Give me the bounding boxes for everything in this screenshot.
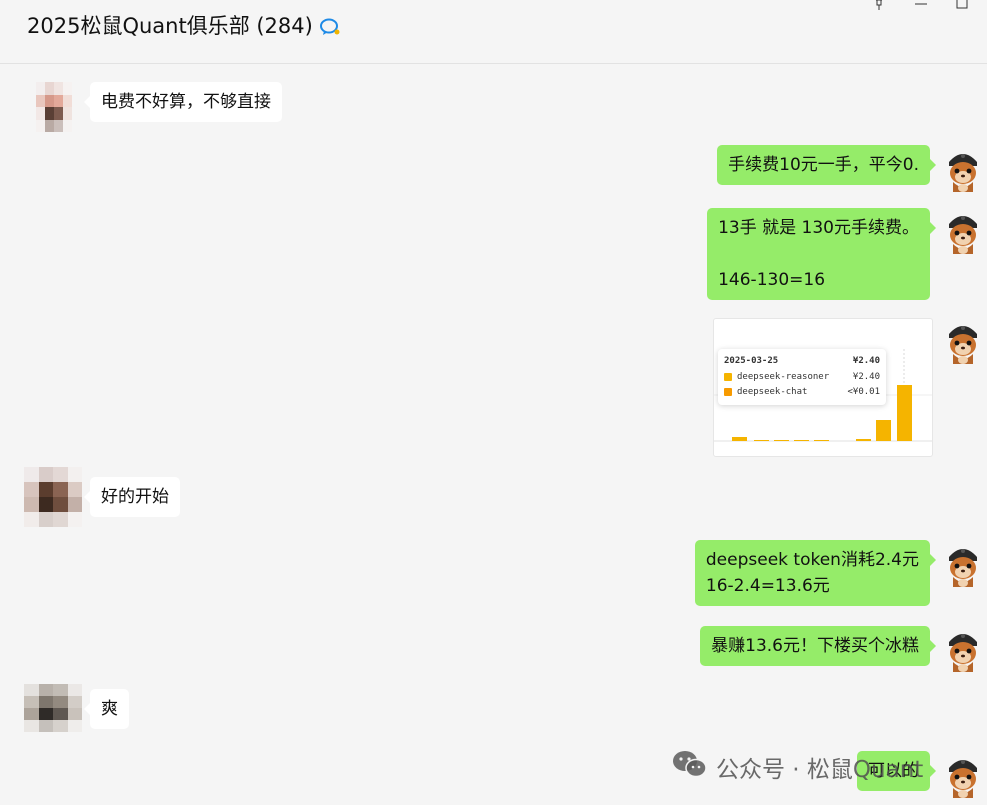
chart-tooltip: 2025-03-25 ¥2.40 deepseek-reasoner ¥2.40… (718, 349, 886, 405)
legend-swatch (724, 373, 732, 381)
squirrel-avatar[interactable] (943, 754, 983, 798)
message-incoming: 爽 (84, 689, 129, 729)
message-bubble[interactable]: 可以的 (857, 751, 936, 791)
tooltip-total: ¥2.40 (852, 356, 880, 366)
message-bubble[interactable]: 13手 就是 130元手续费。 146-130=16 (707, 208, 936, 300)
tooltip-value: <¥0.01 (847, 387, 880, 397)
avatar[interactable] (24, 467, 82, 527)
squirrel-avatar[interactable] (943, 210, 983, 254)
message-bubble[interactable]: deepseek token消耗2.4元 16-2.4=13.6元 (694, 540, 937, 606)
squirrel-avatar[interactable] (943, 148, 983, 192)
chat-title: 2025松鼠Quant俱乐部 (284) (27, 14, 313, 38)
tooltip-value: ¥2.40 (852, 372, 880, 382)
message-incoming: 电费不好算，不够直接 (84, 82, 282, 122)
avatar[interactable] (24, 684, 82, 732)
legend-swatch (724, 388, 732, 396)
message-outgoing: 可以的 (857, 751, 936, 791)
image-message[interactable]: 2025-03-25 ¥2.40 deepseek-reasoner ¥2.40… (713, 318, 933, 457)
message-outgoing: 手续费10元一手，平今0. (717, 145, 936, 185)
message-bubble[interactable]: 电费不好算，不够直接 (84, 82, 282, 122)
usage-chart-image (714, 349, 932, 442)
message-bubble[interactable]: 暴赚13.6元！下楼买个冰糕 (700, 626, 936, 666)
tooltip-date: 2025-03-25 (724, 356, 779, 366)
avatar[interactable] (36, 82, 72, 132)
minimize-icon[interactable] (914, 0, 928, 10)
tooltip-label: deepseek-reasoner (737, 372, 830, 382)
message-incoming: 好的开始 (84, 477, 180, 517)
message-outgoing: 13手 就是 130元手续费。 146-130=16 (707, 208, 936, 300)
tooltip-label: deepseek-chat (737, 387, 808, 397)
message-bubble[interactable]: 好的开始 (84, 477, 180, 517)
squirrel-avatar[interactable] (943, 543, 983, 587)
maximize-icon[interactable] (955, 0, 969, 10)
squirrel-avatar[interactable] (943, 320, 983, 364)
message-bubble[interactable]: 手续费10元一手，平今0. (717, 145, 936, 185)
chat-title-bar[interactable]: 2025松鼠Quant俱乐部 (284) (27, 12, 342, 40)
message-outgoing: deepseek token消耗2.4元 16-2.4=13.6元 (694, 540, 937, 606)
chat-bubble-icon[interactable] (318, 14, 342, 38)
watermark: 公众号 · 松鼠Quant (672, 750, 923, 784)
message-outgoing: 暴赚13.6元！下楼买个冰糕 (700, 626, 936, 666)
message-bubble[interactable]: 爽 (84, 689, 129, 729)
chat-header: 2025松鼠Quant俱乐部 (284) (0, 0, 987, 64)
wechat-icon (672, 749, 708, 785)
watermark-text: 公众号 · 松鼠Quant (716, 757, 924, 783)
pin-icon[interactable] (872, 0, 886, 10)
squirrel-avatar[interactable] (943, 628, 983, 672)
